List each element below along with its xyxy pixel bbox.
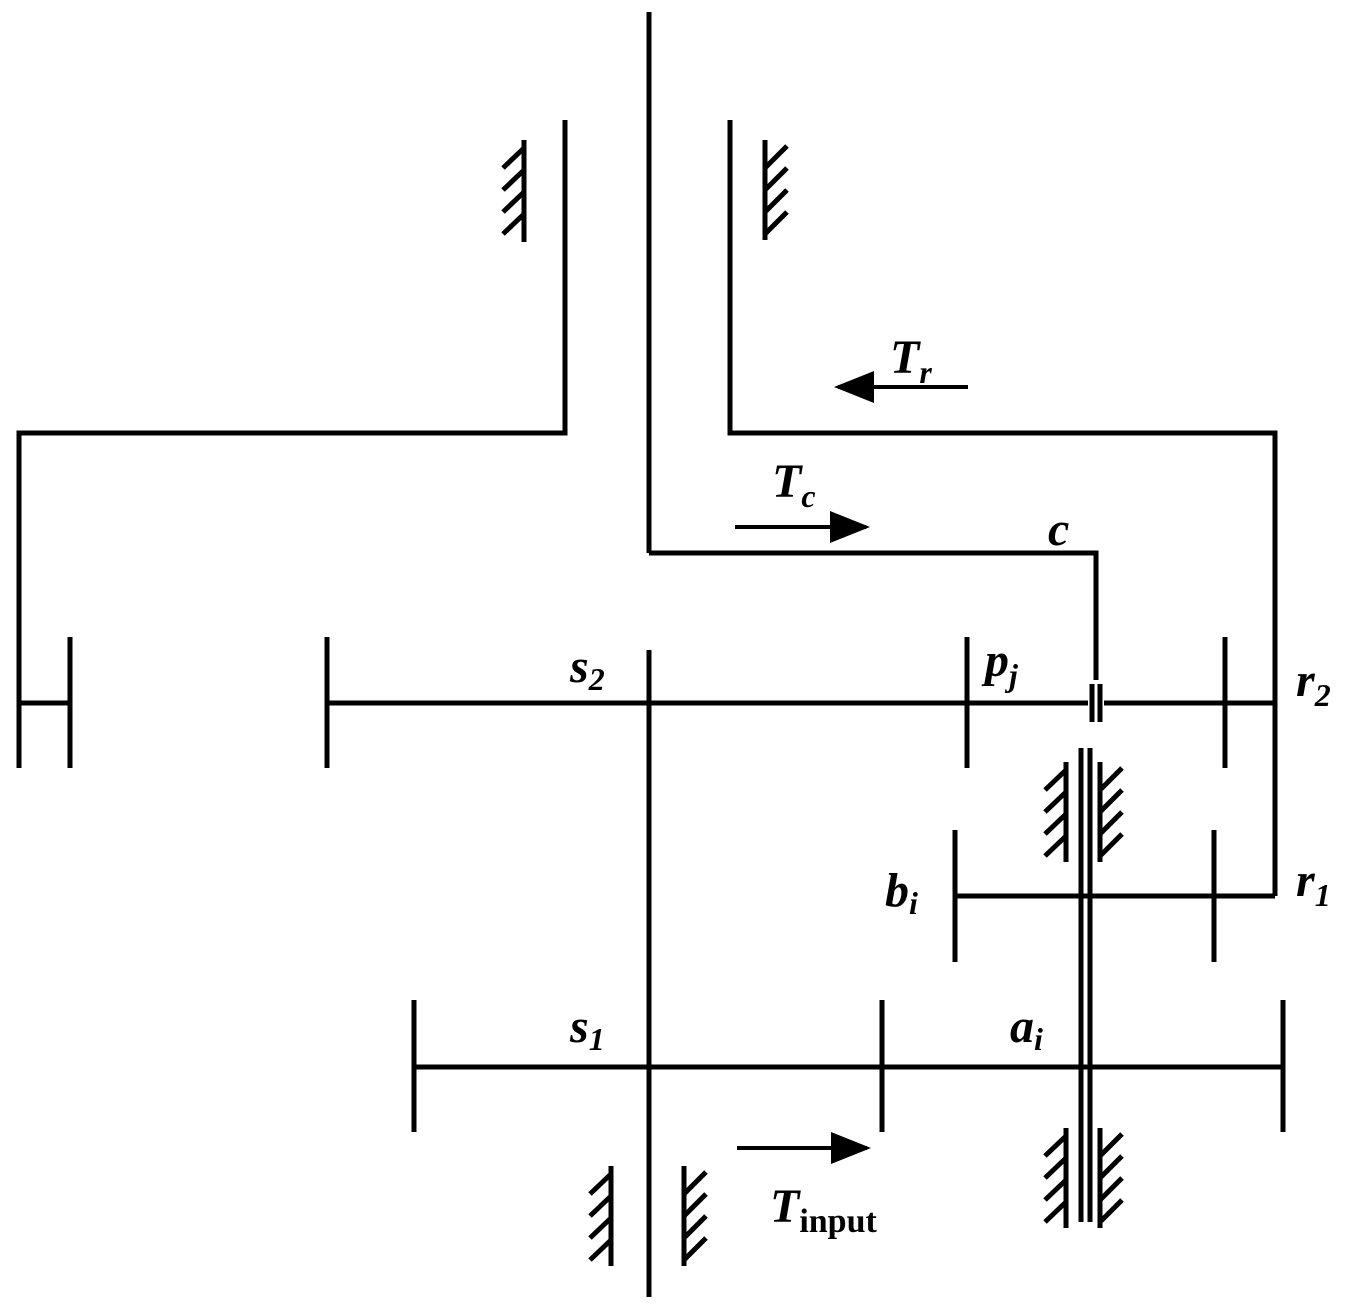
label-s2: s2 [569, 640, 605, 697]
label-c: c [1048, 503, 1069, 556]
label-tinput: Tinput [770, 1180, 878, 1240]
label-pj: pj [981, 634, 1018, 693]
left-housing [16, 120, 568, 768]
label-tr: Tr [890, 331, 932, 390]
bearing-top-right [762, 140, 789, 240]
bearing-bottom-left [588, 1166, 614, 1266]
bearing-top-left [501, 140, 527, 242]
label-bi: bi [885, 864, 918, 921]
label-tc: Tc [772, 455, 816, 514]
bearing-planet-upper [1043, 762, 1124, 862]
label-ai: ai [1010, 1000, 1043, 1057]
right-housing [727, 120, 1278, 896]
label-r2: r2 [1296, 654, 1331, 713]
bearing-planet-lower [1043, 1128, 1124, 1228]
carrier-arm [649, 550, 1099, 680]
bearing-bottom-right [681, 1166, 708, 1266]
label-r1: r1 [1296, 854, 1331, 913]
label-s1: s1 [569, 1000, 605, 1057]
